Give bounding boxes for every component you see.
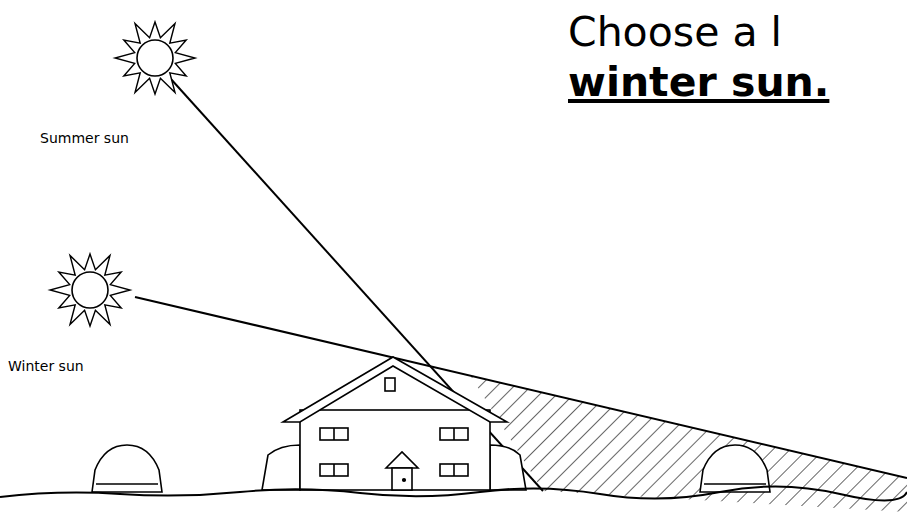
heading-text: Choose a l xyxy=(568,8,782,56)
house xyxy=(262,357,526,490)
sun-label: Winter sun xyxy=(8,358,84,374)
sun-symbol xyxy=(50,254,130,326)
sun-symbol xyxy=(115,22,195,94)
heading-text: winter sun. xyxy=(568,58,829,106)
suns xyxy=(50,22,195,326)
sun-label: Summer sun xyxy=(40,130,129,146)
shadow-hatch xyxy=(470,375,907,512)
summer-ray xyxy=(170,78,543,491)
ground-line xyxy=(0,486,907,500)
winter-ray xyxy=(135,297,907,478)
cloches xyxy=(92,445,770,492)
